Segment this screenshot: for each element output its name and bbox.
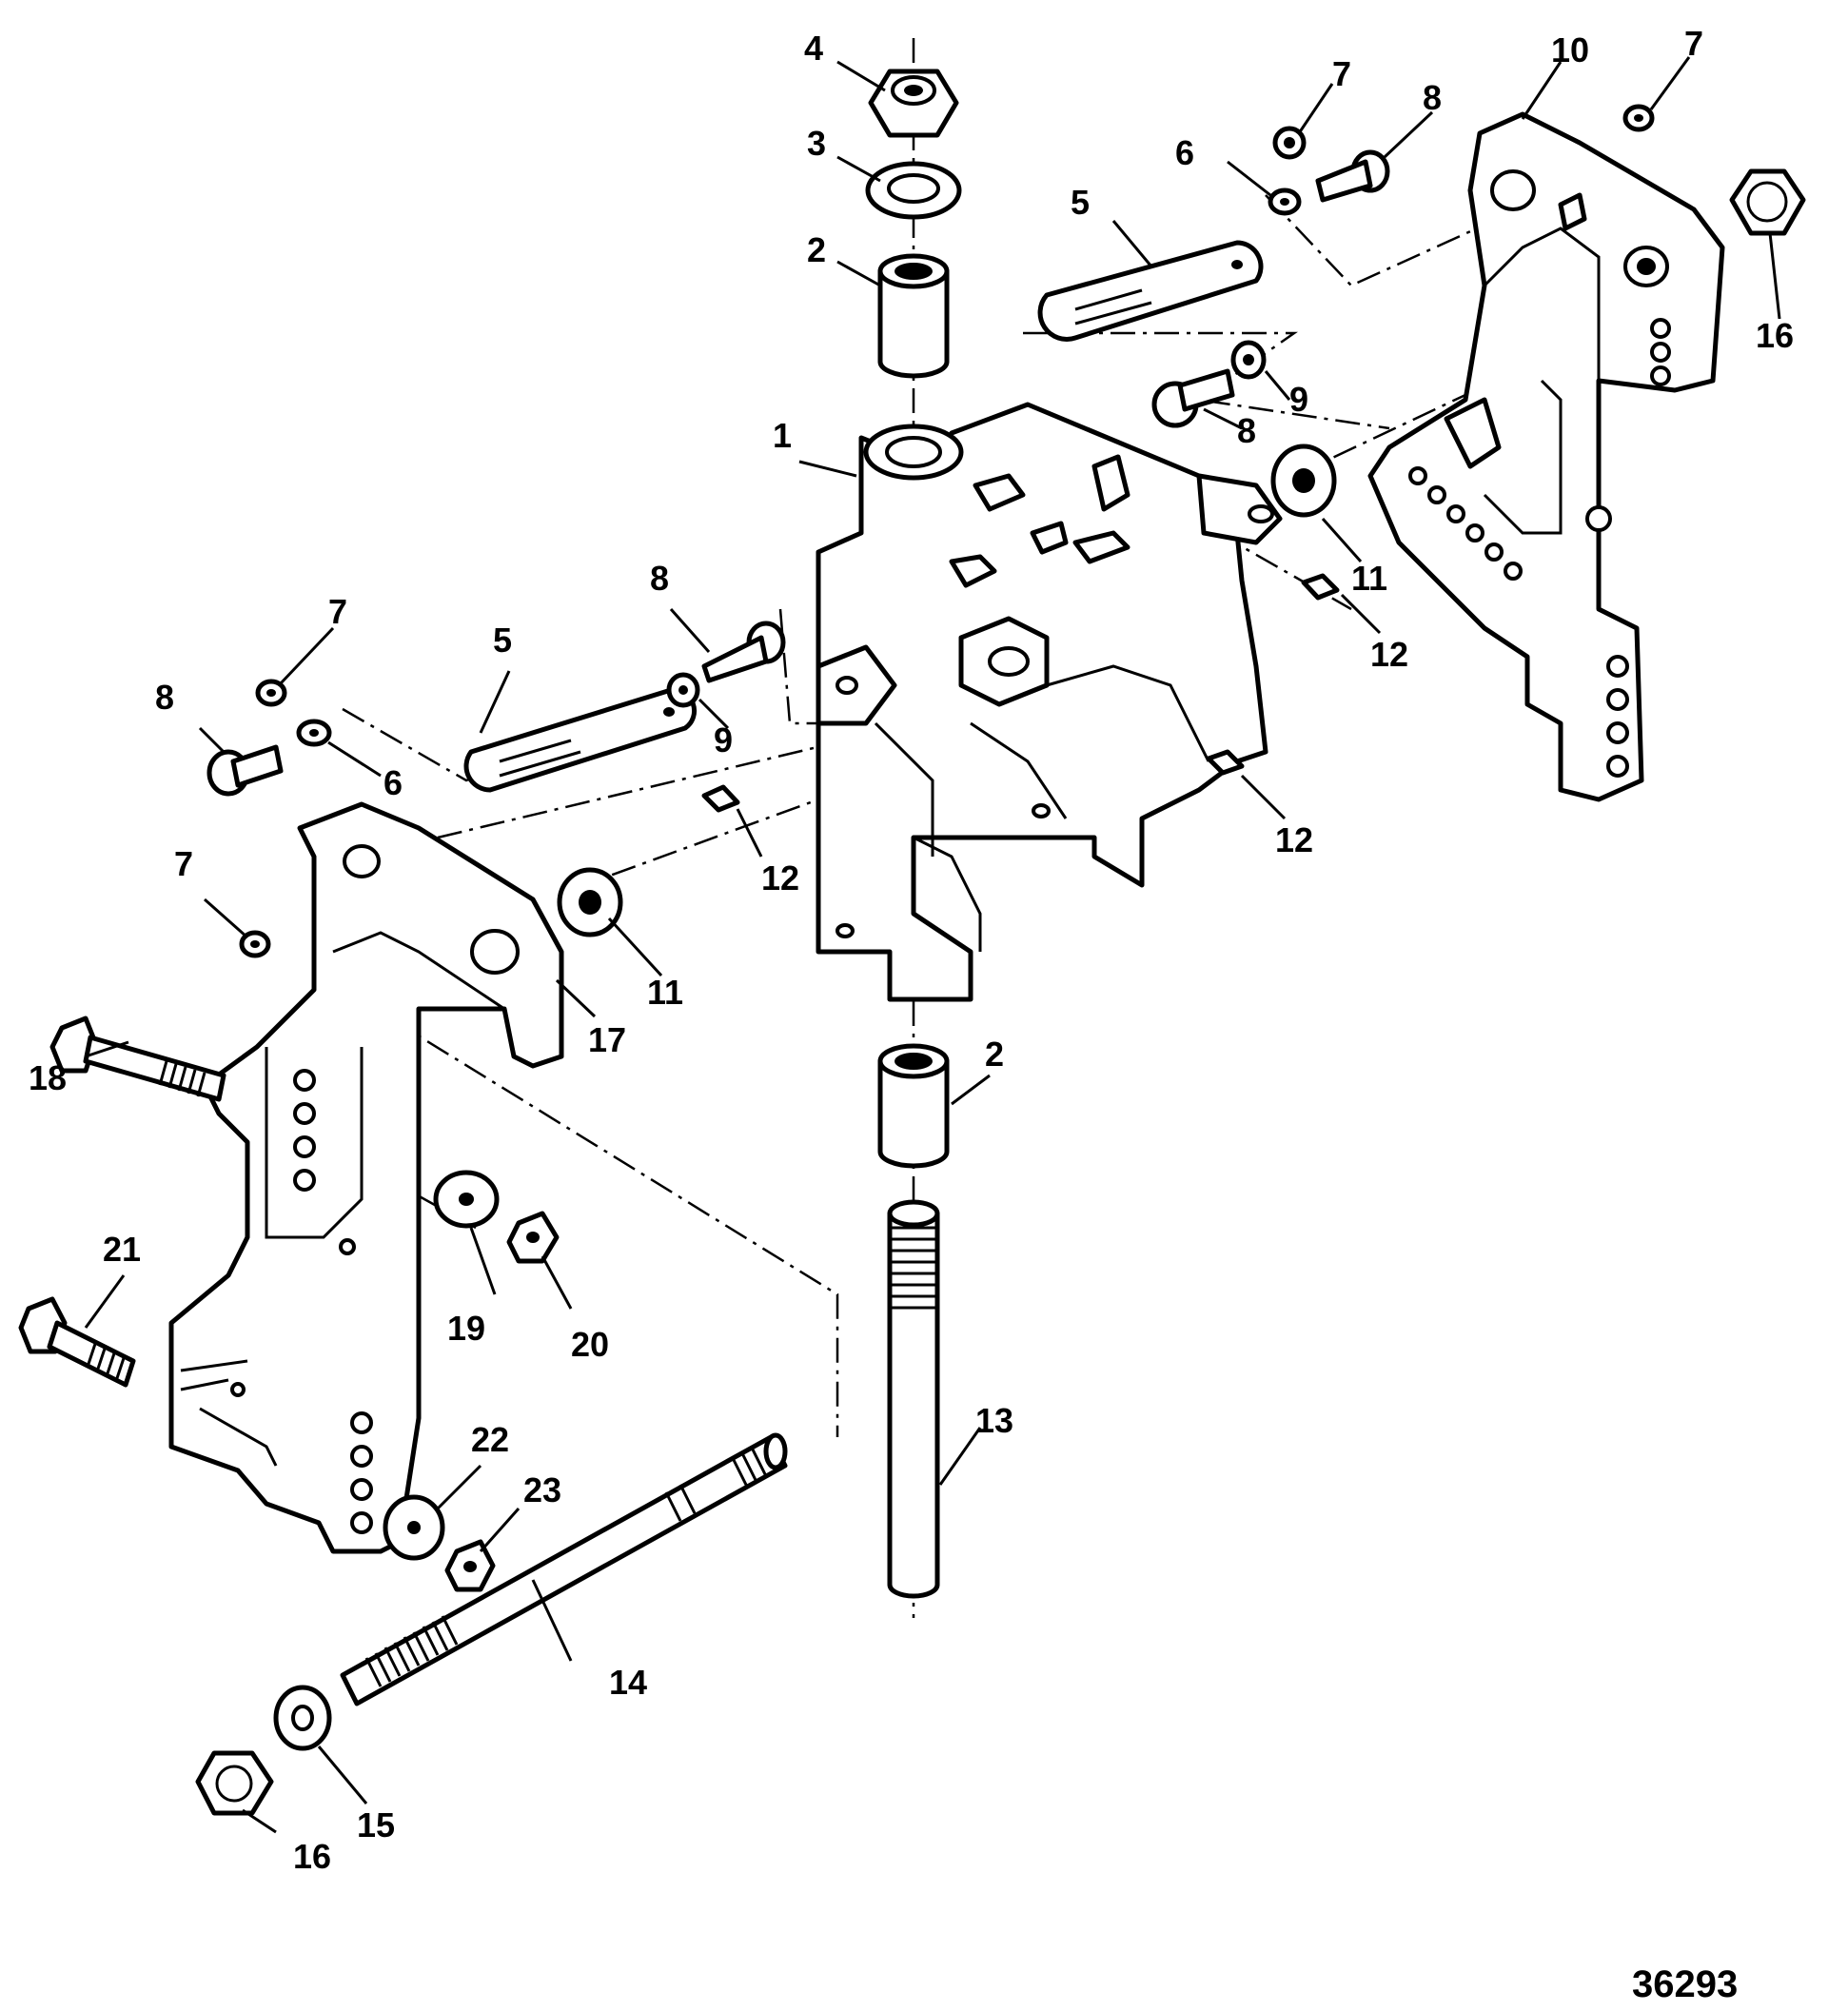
callout-7-b: 7 xyxy=(1684,24,1703,63)
callout-3: 3 xyxy=(807,124,826,163)
part-6-washer-lower xyxy=(296,719,332,747)
part-9-washer-upper xyxy=(1230,340,1267,380)
callout-12-a: 12 xyxy=(1370,635,1408,674)
part-15-washer xyxy=(273,1685,332,1751)
figure-number: 36293 xyxy=(1632,1963,1738,2005)
part-9-washer-lower xyxy=(666,672,700,708)
part-16-nut-lower xyxy=(195,1750,274,1816)
part-21-bolt xyxy=(18,1296,136,1388)
callout-19: 19 xyxy=(447,1309,485,1348)
callout-14: 14 xyxy=(609,1663,647,1702)
callout-labels: 4 3 2 1 5 6 7 8 10 7 16 9 8 11 12 12 8 5… xyxy=(29,24,1794,1876)
callout-leaders xyxy=(84,56,1781,1834)
part-3-washer xyxy=(865,161,962,220)
part-4-hex-nut xyxy=(868,69,959,138)
part-5-tilt-lever-lower xyxy=(463,687,697,793)
callout-21: 21 xyxy=(103,1230,141,1269)
callout-11-left: 11 xyxy=(647,973,683,1012)
callout-7-a: 7 xyxy=(1332,54,1351,93)
callout-7-d: 7 xyxy=(174,844,193,883)
part-8-bolt-c xyxy=(701,621,786,683)
part-1-swivel-bracket xyxy=(816,402,1283,1002)
part-7-nut-c xyxy=(255,679,287,707)
part-16-nut-upper xyxy=(1729,168,1806,236)
callout-12-b: 12 xyxy=(1275,820,1313,859)
callout-4: 4 xyxy=(804,29,823,68)
callout-18: 18 xyxy=(29,1058,67,1097)
part-6-washer-upper xyxy=(1268,187,1302,216)
part-20-nut xyxy=(506,1211,560,1264)
left-bracket-holes xyxy=(230,1069,373,1534)
callout-6-upper: 6 xyxy=(1175,133,1194,172)
part-22-washer xyxy=(383,1494,445,1561)
callout-5-lower: 5 xyxy=(493,621,512,660)
part-10-clamp-bracket-right xyxy=(1367,111,1725,802)
callout-12-c: 12 xyxy=(761,858,799,898)
part-11-washer-right xyxy=(1270,444,1337,518)
part-18-bolt xyxy=(49,1016,226,1102)
callout-11-right: 11 xyxy=(1351,559,1387,598)
part-11-washer-left xyxy=(557,867,623,937)
part-19-washer xyxy=(433,1170,500,1229)
part-8-bolt-d xyxy=(206,744,284,797)
callout-23: 23 xyxy=(523,1470,561,1509)
part-2-bushing-lower xyxy=(877,1043,950,1169)
callout-8-b: 8 xyxy=(1237,411,1256,450)
callout-17: 17 xyxy=(588,1020,626,1059)
callout-15: 15 xyxy=(357,1805,395,1844)
callout-16-upper: 16 xyxy=(1756,316,1794,355)
callout-8-c: 8 xyxy=(650,559,669,598)
callout-16-lower: 16 xyxy=(293,1837,331,1876)
callout-6-lower: 6 xyxy=(383,763,403,802)
callout-22: 22 xyxy=(471,1420,509,1459)
part-7-nut-b xyxy=(1622,104,1655,132)
part-5-tilt-lever-upper xyxy=(1037,240,1264,342)
callout-7-c: 7 xyxy=(328,592,347,631)
callout-5-upper: 5 xyxy=(1071,183,1090,222)
part-12-grease-fitting-a xyxy=(1301,573,1340,601)
callout-8-d: 8 xyxy=(155,678,174,717)
part-13-pivot-pin xyxy=(887,1199,940,1599)
part-12-grease-fitting-b xyxy=(1206,749,1245,776)
part-8-bolt-b xyxy=(1151,368,1235,428)
callout-10: 10 xyxy=(1551,30,1589,69)
part-12-grease-fitting-c xyxy=(701,784,740,813)
callout-9-upper: 9 xyxy=(1289,380,1308,419)
part-14-tilt-tube xyxy=(340,1432,788,1706)
callout-2-lower: 2 xyxy=(985,1035,1004,1074)
part-8-bolt-a xyxy=(1315,149,1390,203)
callout-8-a: 8 xyxy=(1423,78,1442,117)
part-23-nut xyxy=(444,1539,496,1592)
callout-9-lower: 9 xyxy=(714,720,733,759)
callout-13: 13 xyxy=(975,1401,1013,1440)
part-7-nut-d xyxy=(239,930,271,958)
part-2-bushing-upper xyxy=(877,253,950,379)
part-17-clamp-bracket-left xyxy=(168,801,564,1554)
callout-1: 1 xyxy=(773,416,792,455)
right-bracket-holes xyxy=(1408,318,1671,778)
callout-20: 20 xyxy=(571,1325,609,1364)
part-7-nut-a xyxy=(1272,126,1307,160)
callout-2-upper: 2 xyxy=(807,230,826,269)
